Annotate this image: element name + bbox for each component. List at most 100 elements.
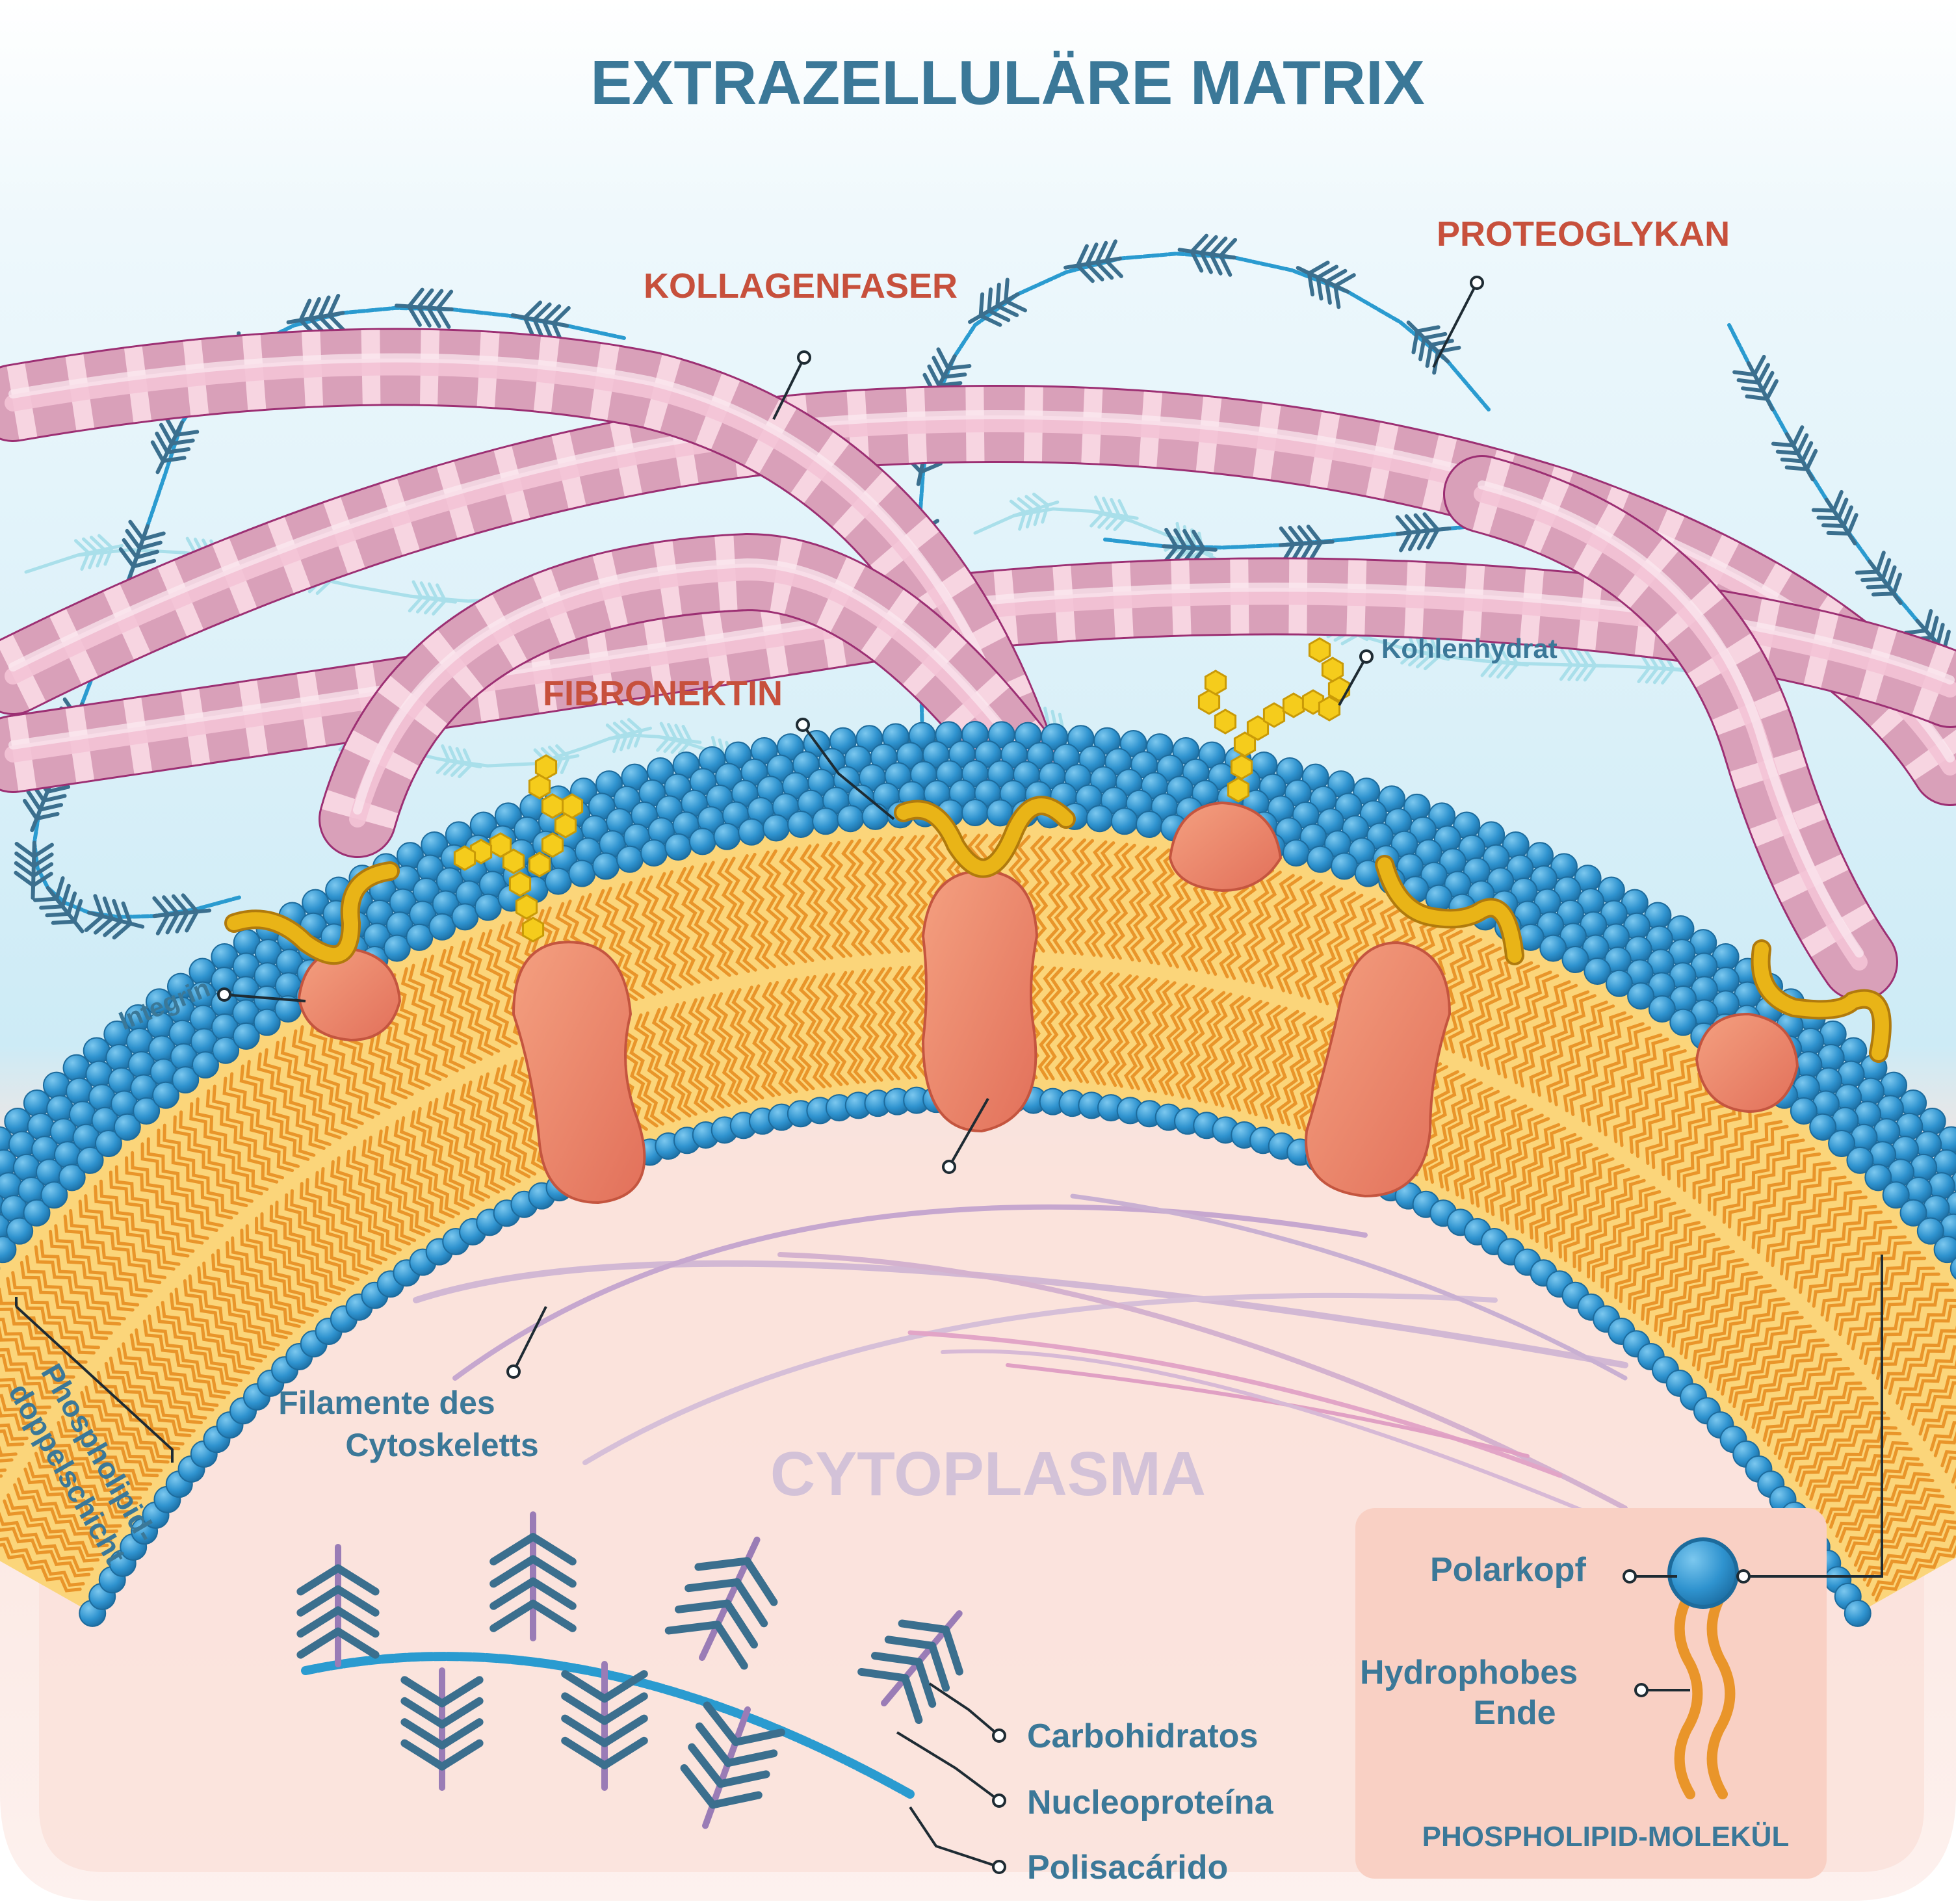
leader-polysaccharide-dot [992, 1860, 1006, 1874]
leader-carbohydrates [928, 1682, 1000, 1737]
proteoglycan-side-chain [84, 894, 145, 940]
cytoskeleton-filament [1070, 1193, 1628, 1381]
legend-side-chain [561, 1661, 648, 1791]
legend-carbohydrates: Carbohidratos [1027, 1717, 1258, 1755]
fibronectin-squiggle-center-fill [896, 798, 1073, 876]
proteoglycan-side-chain [1771, 425, 1818, 482]
leader-hydrophobic-dot [1634, 1683, 1649, 1697]
bilayer-bracket [15, 1297, 174, 1463]
cytoskeleton-filament [413, 1260, 1628, 1368]
proteoglycan-side-chain [436, 744, 482, 779]
phospholipid-tail-1 [1674, 1594, 1703, 1799]
legend-polysaccharide: Polisacárido [1027, 1849, 1228, 1886]
fibronectin-squiggle-far-right-fill [1753, 942, 1889, 1060]
leader-cytoskeleton-dot [506, 1364, 521, 1379]
phospholipid-molecule-box [1355, 1508, 1827, 1879]
proteoglycan-side-chain [1177, 233, 1238, 277]
leader-polar-head-dot [1623, 1569, 1637, 1584]
collagen-fibers [0, 328, 1956, 1001]
leader-nucleoprotein-dot [992, 1793, 1006, 1808]
label-cytoplasm: CYTOPLASMA [770, 1439, 1206, 1509]
leader-proteoglycan-dot [1470, 276, 1484, 290]
phospholipid-polar-head [1667, 1537, 1739, 1609]
proteoglycan-side-chain [1063, 239, 1123, 283]
fibronectin-squiggle-right-fill [1377, 857, 1522, 963]
proteoglycan-side-chain [1009, 492, 1060, 531]
phospholipid-bilayer [0, 721, 1956, 1627]
cytoskeleton-filaments [413, 1193, 1628, 1517]
label-proteoglycan: PROTEOGLYKAN [1437, 215, 1730, 254]
proteoglycan-side-chain [408, 580, 457, 616]
proteoglycan-side-chain [74, 534, 124, 571]
transmembrane-protein-center [921, 869, 1039, 1133]
cytoskeleton-filament [452, 1204, 1368, 1381]
integrin-protein-right [1695, 1012, 1799, 1114]
proteoglycan-side-chain [1480, 644, 1530, 679]
proteoglycan-side-chain [1296, 260, 1356, 309]
leader-nucleoprotein [896, 1731, 1000, 1802]
proteoglycan-side-chain [1395, 512, 1452, 553]
proteoglycan-side-chain [118, 519, 166, 580]
proteoglycan-side-chain [14, 841, 54, 900]
leader-protein-dot [942, 1160, 956, 1174]
membrane-proteins [224, 637, 1892, 1205]
cytoskeleton-filament [941, 1349, 1595, 1517]
carbohydrate-chain-left [453, 754, 584, 943]
proteoglycan-side-chain [656, 722, 702, 755]
collagen-fiber-4 [1443, 455, 1898, 1001]
label-cytoskeleton-line2: Cytoskeletts [345, 1427, 538, 1463]
phospholipid-polar-head-label: Polarkopf [1430, 1551, 1586, 1589]
proteoglycan-side-chain [150, 414, 200, 475]
leader-carbohydrates-dot [992, 1728, 1006, 1743]
transmembrane-protein-right [1305, 941, 1452, 1198]
leader-polysaccharide [909, 1806, 1000, 1868]
lipid-heads [0, 721, 1956, 1627]
proteoglycan-side-chain [1558, 648, 1608, 682]
phospholipid-hydrophobic-label-line2: Ende [1473, 1694, 1556, 1732]
phospholipid-hydrophobic-label-line1: Hydrophobes [1360, 1654, 1578, 1691]
carbohydrate-chain-right [1197, 637, 1351, 803]
leader-cytoskeleton [512, 1306, 547, 1372]
label-cytoskeleton-line1: Filamente des [278, 1385, 495, 1421]
proteoglycan-side-chain [605, 718, 653, 753]
glycoprotein-protein [1168, 801, 1283, 893]
leader-integrin [224, 993, 306, 1002]
legend-side-chain [680, 1701, 785, 1829]
leader-carbohydrate-dot [1359, 649, 1374, 664]
leader-proteoglycan [1432, 282, 1478, 368]
leader-fibronectin [802, 724, 895, 820]
legend-polysaccharide-chain [301, 1652, 915, 1799]
label-carbohydrate: Kohlenhydrat [1381, 633, 1558, 664]
leader-integrin-dot [217, 987, 231, 1002]
cytoskeleton-filament [582, 1292, 1498, 1465]
leader-fibronectin-dot [796, 718, 810, 732]
collagen-fiber-3 [0, 328, 1053, 787]
title: EXTRAZELLULÄRE MATRIX [590, 48, 1424, 118]
proteoglycan-side-chain [1732, 354, 1779, 411]
phospholipid-box-title: PHOSPHOLIPID-MOLEKÜL [1422, 1821, 1790, 1853]
legend-nucleoprotein: Nucleoproteína [1027, 1784, 1274, 1821]
legend-side-chain [857, 1610, 963, 1724]
proteoglycan-side-chain [1855, 551, 1903, 605]
proteoglycan-side-chain [968, 278, 1028, 327]
proteoglycan-side-chain [922, 347, 972, 407]
leader-collagen [772, 357, 805, 420]
legend-side-chain [664, 1536, 778, 1670]
leader-polar-head-membrane-dot [1736, 1569, 1751, 1584]
proteoglycan-right-diagonal [1727, 323, 1953, 662]
proteoglycan-side-chain [395, 287, 454, 329]
proteoglycan-side-chain [152, 893, 212, 935]
fibronectin-squiggle-left-fill [227, 864, 397, 963]
phospholipid-tail-2 [1706, 1594, 1736, 1799]
leader-polar-head-membrane [1743, 1255, 1883, 1578]
leader-protein [948, 1098, 989, 1167]
transmembrane-protein-left [512, 941, 646, 1205]
proteoglycan-side-chain [33, 876, 85, 933]
proteoglycan-side-chain [1811, 489, 1858, 545]
collagen-fiber-5 [319, 532, 1060, 858]
cytoskeleton-filament [777, 1252, 1628, 1511]
label-fibronectin: FIBRONEKTIN [543, 674, 783, 713]
leader-collagen-dot [797, 350, 811, 365]
